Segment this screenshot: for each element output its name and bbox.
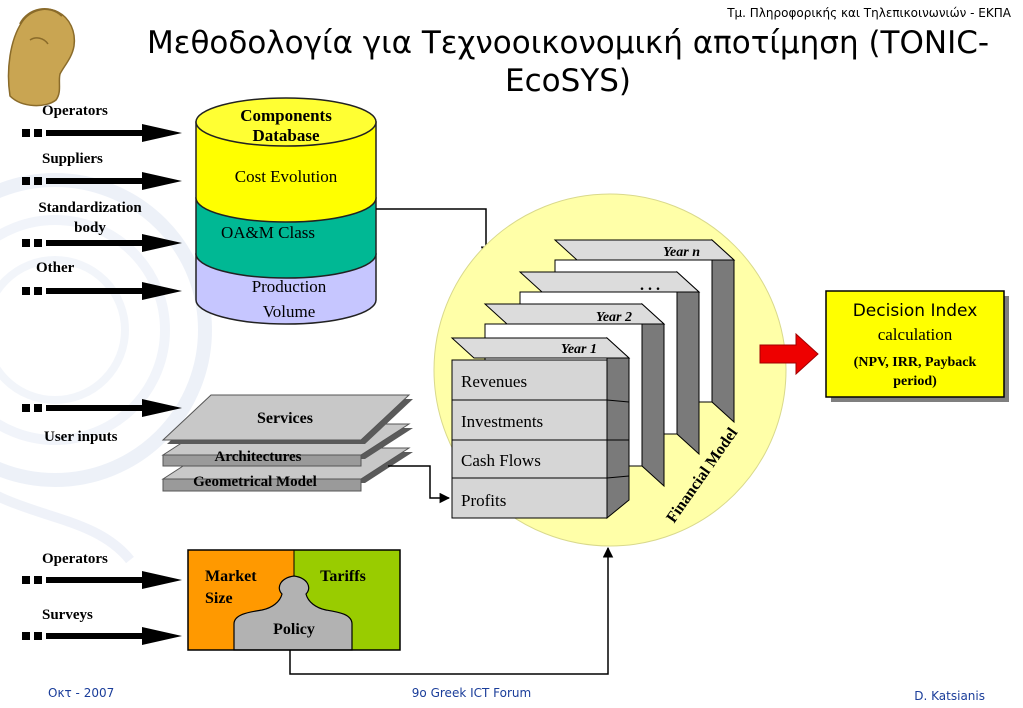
input-standardization-label-2: body bbox=[74, 220, 106, 236]
input-arrow bbox=[22, 571, 182, 589]
background-ornament bbox=[0, 173, 212, 564]
market-size-label-2: Size bbox=[205, 590, 233, 607]
row-cash-flows: Cash Flows bbox=[461, 451, 541, 470]
user-inputs-label: User inputs bbox=[44, 429, 118, 445]
row-revenues: Revenues bbox=[461, 372, 527, 391]
connector-puzzle-to-financial bbox=[289, 546, 614, 675]
financial-model: Year n . . . Year 2 bbox=[433, 193, 787, 547]
decision-box: Decision Index calculation (NPV, IRR, Pa… bbox=[825, 290, 1009, 402]
connector-layers-to-financial bbox=[388, 465, 451, 504]
input-arrow bbox=[22, 234, 182, 252]
slide-title: Μεθοδολογία για Τεχνοοικονομική αποτίμησ… bbox=[128, 24, 1008, 100]
layer-services-label: Services bbox=[257, 410, 313, 427]
year-1-label: Year 1 bbox=[561, 342, 597, 357]
row-profits: Profits bbox=[461, 491, 506, 510]
year-2-label: Year 2 bbox=[596, 310, 632, 325]
decision-sub-1: (NPV, IRR, Payback bbox=[854, 355, 977, 370]
components-database: Components Database Cost Evolution OA&M … bbox=[195, 97, 377, 325]
slide-header: Τμ. Πληροφορικής και Τηλεπικοινωνιών - Ε… bbox=[727, 6, 1011, 20]
footer-author: D. Katsianis bbox=[914, 689, 985, 703]
top-inputs: Operators Suppliers Standardization body… bbox=[22, 103, 182, 300]
title-line-1: Μεθοδολογία για Τεχνοοικονομική αποτίμησ… bbox=[146, 25, 990, 61]
layer-services: Services bbox=[161, 394, 413, 444]
bottom-operators-label: Operators bbox=[42, 551, 108, 567]
bottom-inputs: Operators Surveys bbox=[22, 551, 182, 645]
bottom-surveys-label: Surveys bbox=[42, 607, 93, 623]
market-puzzle: Market Size Tariffs Policy bbox=[187, 549, 401, 651]
year-dots-label: . . . bbox=[640, 277, 660, 294]
footer-date: Οκτ - 2007 bbox=[48, 686, 115, 700]
year-n-label: Year n bbox=[663, 245, 700, 260]
decision-sub-2: period) bbox=[893, 374, 937, 389]
model-layers: Geometrical Model Architectures Services bbox=[161, 394, 413, 492]
arrow-to-decision bbox=[759, 332, 819, 376]
layer-geometrical-label: Geometrical Model bbox=[193, 474, 317, 490]
database-title-2: Database bbox=[252, 126, 320, 145]
database-title-1: Components bbox=[240, 106, 332, 125]
input-other-label: Other bbox=[36, 260, 75, 276]
tariffs-label: Tariffs bbox=[320, 568, 366, 585]
title-line-2: EcoSYS) bbox=[505, 63, 631, 99]
layer-oam-class: OA&M Class bbox=[221, 223, 315, 242]
layer-production-1: Production bbox=[252, 277, 327, 296]
year-1-sheet: Year 1 Revenues Investments Cash Flows P… bbox=[450, 336, 631, 520]
market-size-label-1: Market bbox=[205, 568, 257, 585]
layer-cost-evolution: Cost Evolution bbox=[235, 167, 338, 186]
layer-architectures-label: Architectures bbox=[215, 449, 302, 465]
policy-label: Policy bbox=[273, 621, 315, 638]
footer-event: 9ο Greek ICT Forum bbox=[411, 686, 532, 700]
input-arrow bbox=[22, 627, 182, 645]
input-operators-label: Operators bbox=[42, 103, 108, 119]
university-logo bbox=[7, 8, 76, 107]
input-arrow bbox=[22, 124, 182, 142]
user-inputs: User inputs bbox=[22, 399, 182, 445]
input-arrow bbox=[22, 172, 182, 190]
row-investments: Investments bbox=[461, 412, 543, 431]
input-suppliers-label: Suppliers bbox=[42, 151, 103, 167]
input-standardization-label-1: Standardization bbox=[38, 200, 142, 216]
connector-database-to-financial bbox=[376, 208, 492, 258]
decision-title-2: calculation bbox=[878, 325, 953, 344]
layer-production-2: Volume bbox=[263, 302, 316, 321]
input-arrow bbox=[22, 282, 182, 300]
input-arrow bbox=[22, 399, 182, 417]
decision-title-1: Decision Index bbox=[853, 301, 978, 321]
